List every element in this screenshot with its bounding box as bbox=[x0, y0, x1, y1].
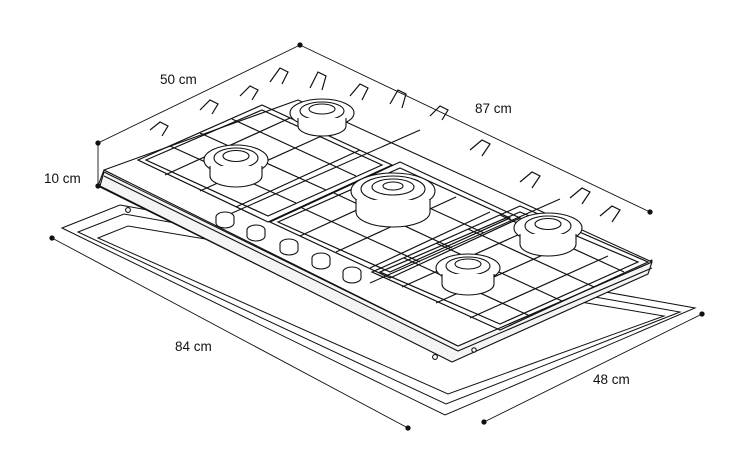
dim-line-depth bbox=[97, 44, 301, 144]
dim-line-cutout-depth bbox=[483, 313, 703, 423]
burner-rear-left bbox=[289, 98, 355, 137]
dimension-lines bbox=[49, 42, 705, 431]
dim-line-width bbox=[299, 44, 651, 213]
burner-front-left bbox=[203, 144, 269, 188]
cutout-outline bbox=[60, 204, 697, 416]
knob-5 bbox=[342, 266, 362, 284]
knob-3 bbox=[279, 238, 299, 256]
label-depth: 50 cm bbox=[160, 72, 197, 87]
dim-line-cutout-width bbox=[51, 237, 409, 429]
knob-4 bbox=[311, 252, 331, 270]
label-height: 10 cm bbox=[44, 171, 81, 186]
knob-2 bbox=[246, 224, 266, 242]
knob-1 bbox=[215, 211, 235, 229]
grate-prongs bbox=[149, 67, 621, 223]
burner-front-right bbox=[435, 253, 501, 296]
label-cutout-depth: 48 cm bbox=[593, 372, 630, 387]
control-knobs bbox=[215, 211, 362, 284]
label-width: 87 cm bbox=[475, 101, 512, 116]
burner-center-wok bbox=[350, 172, 436, 228]
burner-rear-right bbox=[513, 212, 583, 257]
label-cutout-width: 84 cm bbox=[175, 339, 212, 354]
